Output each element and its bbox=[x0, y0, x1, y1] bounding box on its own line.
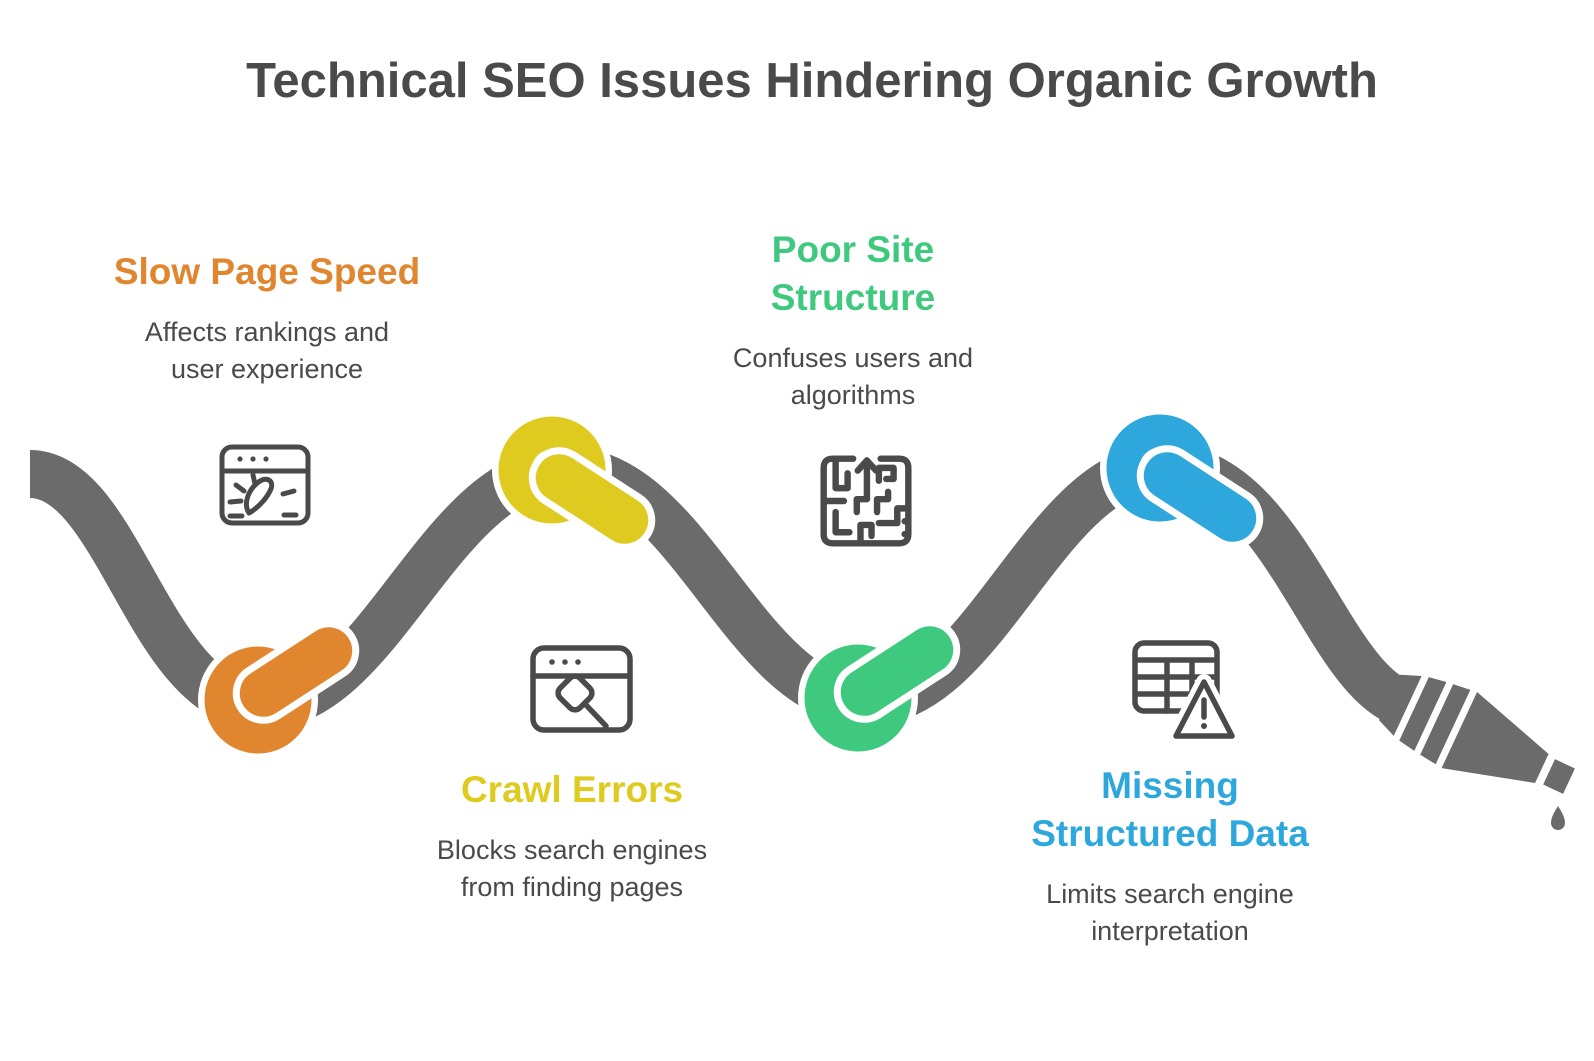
issue-title-missing-structured-data: Missing Structured Data bbox=[1031, 765, 1309, 855]
knot-slow-page-speed bbox=[198, 620, 360, 760]
maze-arrow-icon bbox=[820, 455, 912, 547]
issue-desc-poor-site-structure: Confuses users and algorithms bbox=[732, 343, 974, 410]
issue-title-crawl-errors: Crawl Errors bbox=[460, 769, 684, 810]
nozzle bbox=[1378, 674, 1575, 794]
knot-poor-site-structure bbox=[798, 619, 961, 758]
water-droplet-icon bbox=[1551, 806, 1565, 830]
search-browser-icon bbox=[530, 645, 633, 733]
knot-crawl-errors bbox=[492, 410, 656, 551]
issue-title-slow-page-speed: Slow Page Speed bbox=[113, 251, 421, 292]
issue-crawl-errors: Crawl Errors Blocks search engines from … bbox=[437, 766, 707, 905]
page-title: Technical SEO Issues Hindering Organic G… bbox=[246, 54, 1378, 108]
issue-desc-crawl-errors: Blocks search engines from finding pages bbox=[436, 835, 708, 902]
issue-title-poor-site-structure: Poor Site Structure bbox=[770, 229, 936, 319]
issue-missing-structured-data: Missing Structured Data Limits search en… bbox=[1031, 762, 1309, 949]
issue-desc-slow-page-speed: Affects rankings and user experience bbox=[144, 317, 390, 384]
issue-poor-site-structure: Poor Site Structure Confuses users and a… bbox=[733, 226, 973, 413]
knot-missing-structured-data bbox=[1100, 408, 1264, 549]
issue-slow-page-speed: Slow Page Speed Affects rankings and use… bbox=[114, 248, 420, 387]
speedometer-browser-icon bbox=[219, 444, 311, 526]
table-warning-icon bbox=[1132, 640, 1240, 744]
issue-desc-missing-structured-data: Limits search engine interpretation bbox=[1046, 879, 1294, 946]
